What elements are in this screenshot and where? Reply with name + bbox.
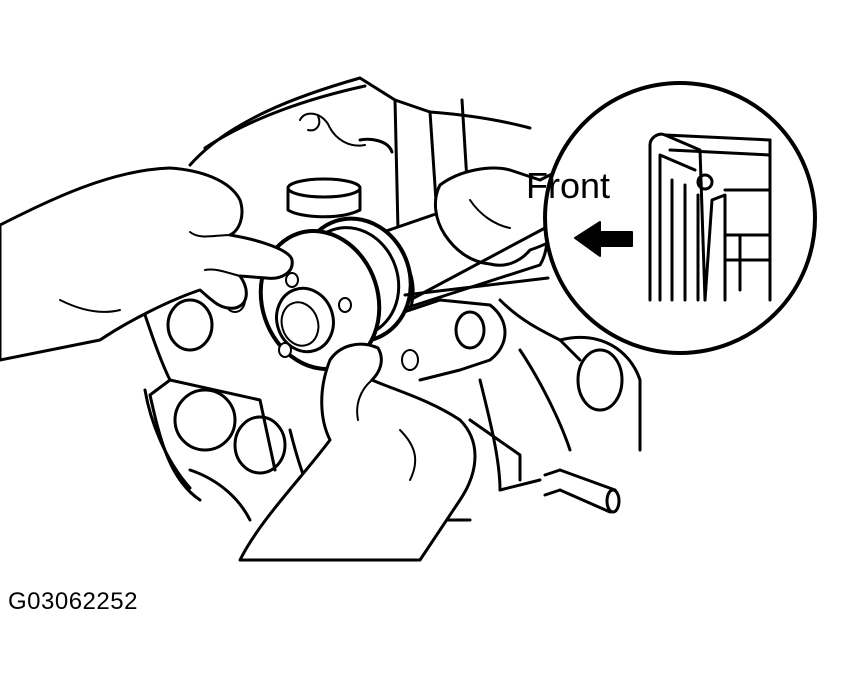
detail-callout: Front — [403, 81, 817, 355]
front-label: Front — [526, 165, 610, 206]
left-arrow-icon — [574, 221, 633, 257]
seal-section-detail — [648, 132, 772, 302]
left-hand — [0, 166, 294, 362]
right-hand-bottom — [238, 342, 477, 562]
figure-code: G03062252 — [8, 588, 138, 615]
